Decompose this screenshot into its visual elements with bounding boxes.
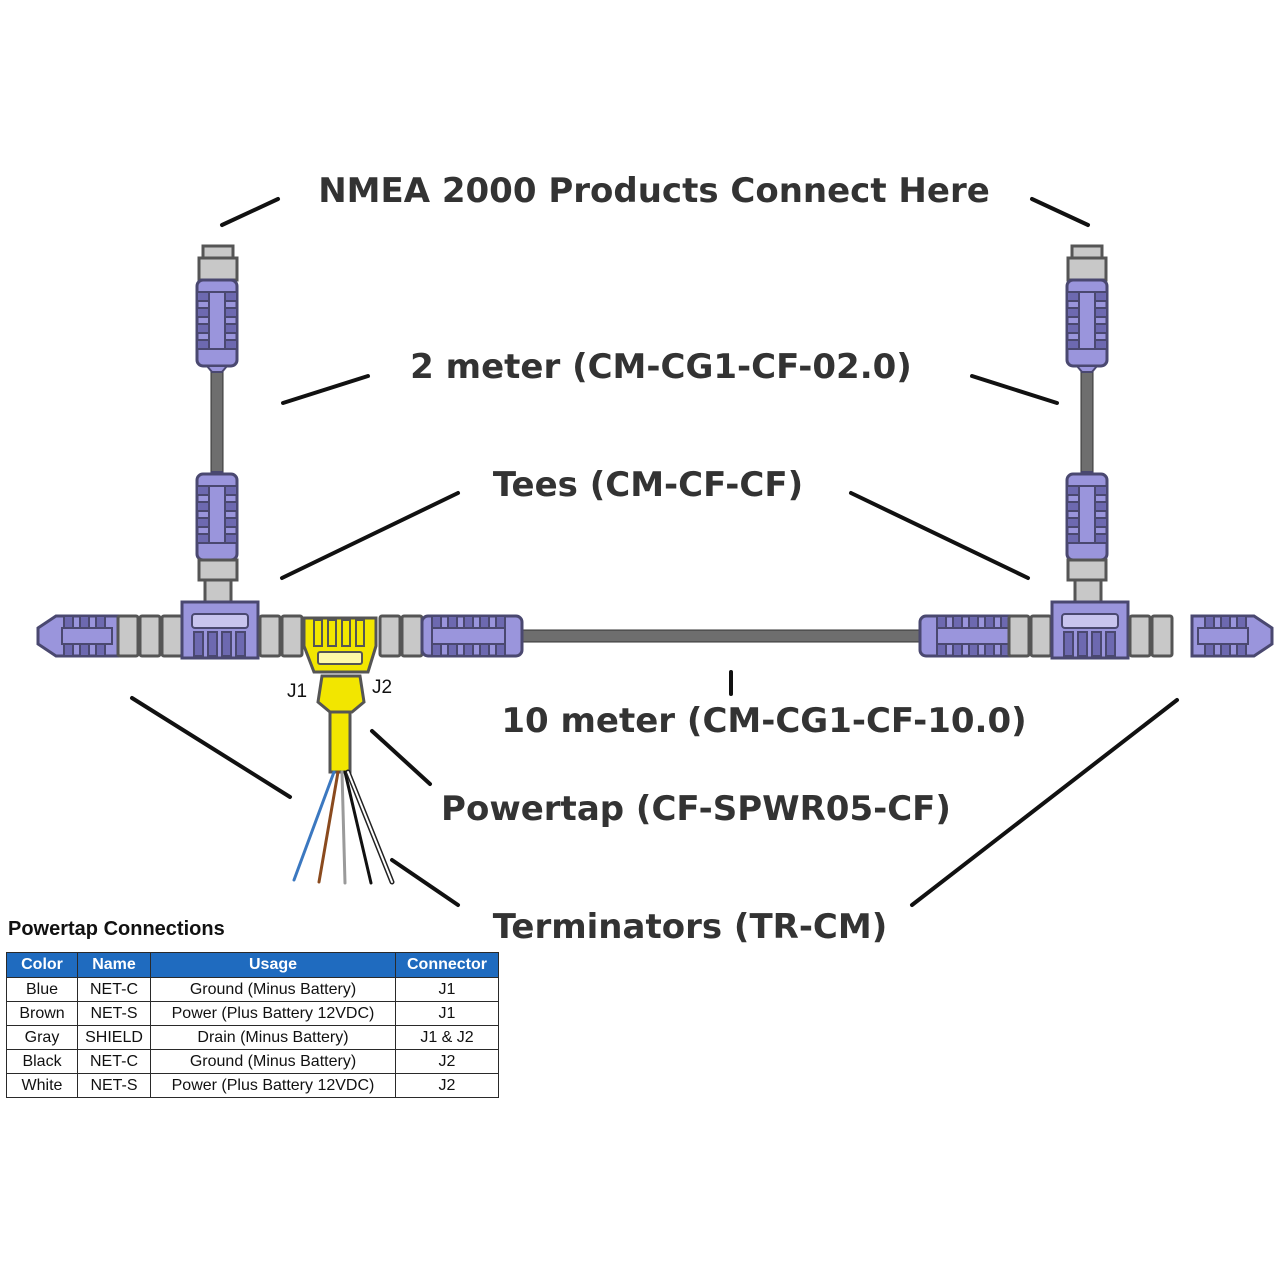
cell-name: NET-C bbox=[77, 977, 151, 1002]
powertap bbox=[302, 616, 378, 774]
header-color: Color bbox=[6, 952, 78, 978]
cell-color: Blue bbox=[6, 977, 78, 1002]
wire-black bbox=[343, 770, 373, 885]
cell-usage: Ground (Minus Battery) bbox=[150, 977, 396, 1002]
table-title: Powertap Connections bbox=[8, 918, 225, 940]
wire-white bbox=[347, 771, 393, 883]
wire-blue bbox=[292, 770, 336, 882]
powertap-wires bbox=[292, 769, 395, 885]
wire-brown bbox=[317, 770, 340, 884]
cell-connector: J1 bbox=[395, 977, 499, 1002]
cell-connector: J2 bbox=[395, 1073, 499, 1098]
table-header-row: Color Name Usage Connector bbox=[6, 952, 499, 978]
cell-name: NET-S bbox=[77, 1001, 151, 1026]
j1-label: J1 bbox=[287, 681, 307, 702]
trunk-cable bbox=[504, 629, 921, 643]
table-row: Black NET-C Ground (Minus Battery) J2 bbox=[6, 1049, 499, 1074]
trunk-cable-label: 10 meter (CM-CG1-CF-10.0) bbox=[501, 701, 1026, 741]
cell-color: Black bbox=[6, 1049, 78, 1074]
drop-cable-right bbox=[1080, 361, 1094, 473]
cell-usage: Drain (Minus Battery) bbox=[150, 1025, 396, 1050]
powertap-connections-table: Color Name Usage Connector Blue NET-C Gr… bbox=[6, 952, 499, 1098]
drop-cable-label: 2 meter (CM-CG1-CF-02.0) bbox=[410, 347, 912, 387]
table-row: Blue NET-C Ground (Minus Battery) J1 bbox=[6, 977, 499, 1002]
left-drop-assembly bbox=[195, 244, 239, 604]
table-row: Brown NET-S Power (Plus Battery 12VDC) J… bbox=[6, 1001, 499, 1026]
cell-color: Brown bbox=[6, 1001, 78, 1026]
right-backbone bbox=[918, 600, 1274, 660]
cell-connector: J1 & J2 bbox=[395, 1025, 499, 1050]
cell-name: NET-S bbox=[77, 1073, 151, 1098]
drop-cable-left bbox=[210, 361, 224, 473]
header-connector: Connector bbox=[395, 952, 499, 978]
table-row: White NET-S Power (Plus Battery 12VDC) J… bbox=[6, 1073, 499, 1098]
cell-color: White bbox=[6, 1073, 78, 1098]
table-row: Gray SHIELD Drain (Minus Battery) J1 & J… bbox=[6, 1025, 499, 1050]
cell-usage: Ground (Minus Battery) bbox=[150, 1049, 396, 1074]
cell-name: NET-C bbox=[77, 1049, 151, 1074]
cell-connector: J2 bbox=[395, 1049, 499, 1074]
leader-lines bbox=[130, 197, 1179, 907]
products-label: NMEA 2000 Products Connect Here bbox=[318, 171, 990, 211]
terminators-label: Terminators (TR-CM) bbox=[493, 907, 888, 947]
header-usage: Usage bbox=[150, 952, 396, 978]
cell-name: SHIELD bbox=[77, 1025, 151, 1050]
left-backbone bbox=[36, 600, 524, 660]
j2-label: J2 bbox=[372, 677, 392, 698]
tees-label: Tees (CM-CF-CF) bbox=[493, 465, 803, 505]
header-name: Name bbox=[77, 952, 151, 978]
powertap-label: Powertap (CF-SPWR05-CF) bbox=[441, 789, 951, 829]
cell-color: Gray bbox=[6, 1025, 78, 1050]
right-drop-assembly bbox=[1065, 244, 1109, 604]
wire-gray bbox=[340, 770, 347, 885]
cell-connector: J1 bbox=[395, 1001, 499, 1026]
cell-usage: Power (Plus Battery 12VDC) bbox=[150, 1001, 396, 1026]
cell-usage: Power (Plus Battery 12VDC) bbox=[150, 1073, 396, 1098]
